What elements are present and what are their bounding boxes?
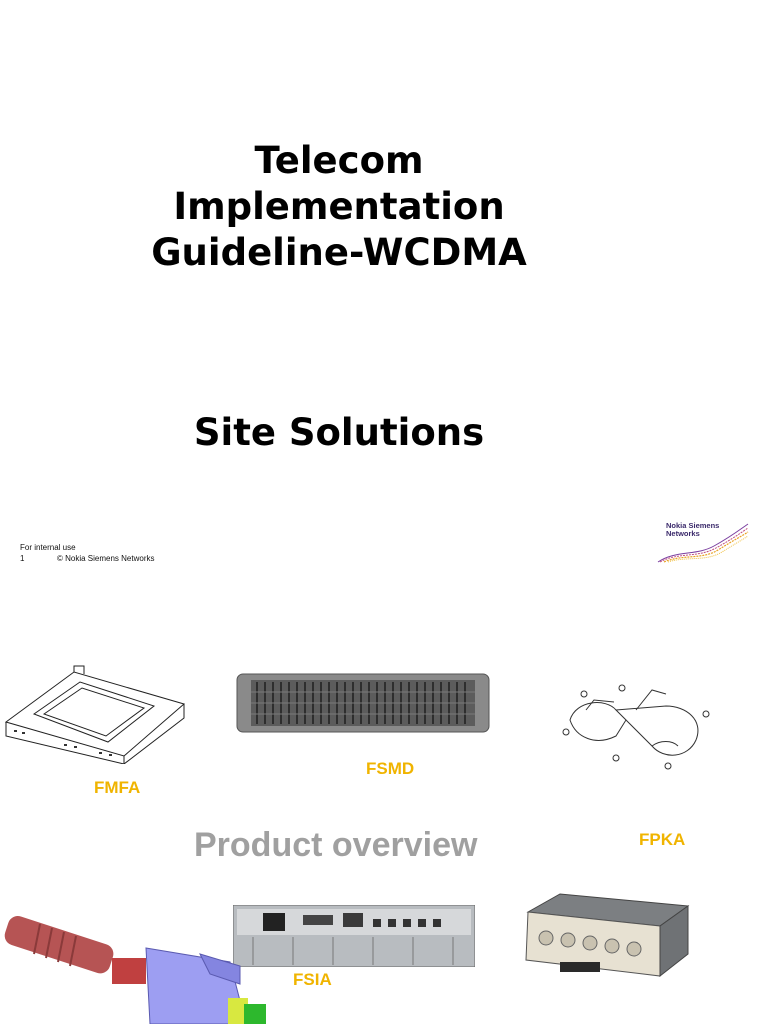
footer-classification: For internal use [20, 543, 76, 552]
logo-wave-icon [657, 523, 749, 563]
slide-subtitle: Site Solutions [193, 411, 485, 454]
title-line-3: Guideline-WCDMA [151, 231, 527, 274]
product-overview-heading: Product overview [194, 826, 478, 864]
logo-text-line-1: Nokia Siemens [666, 521, 720, 530]
label-fpka: FPKA [639, 830, 686, 849]
page-number: 1 [20, 554, 25, 563]
fsmd-module-image [236, 673, 490, 733]
fpka-kit-image [562, 684, 710, 770]
nsn-logo: Nokia Siemens Networks [656, 520, 752, 566]
title-line-2: Implementation [173, 185, 505, 228]
antenna-unit-image [4, 916, 266, 1024]
flexi-module-image [525, 893, 690, 978]
title-line-1: Telecom [254, 139, 424, 182]
slide-title: Telecom Implementation Guideline-WCDMA [0, 138, 678, 276]
footer-copyright: © Nokia Siemens Networks [57, 554, 155, 563]
label-fmfa: FMFA [94, 778, 141, 797]
slide-footer: For internal use 1 © Nokia Siemens Networ… [20, 542, 154, 564]
fmfa-frame-image [4, 665, 186, 764]
fsia-module-image [233, 905, 475, 967]
label-fsia: FSIA [293, 970, 332, 989]
label-fsmd: FSMD [366, 759, 415, 778]
logo-text-line-2: Networks [666, 529, 700, 538]
